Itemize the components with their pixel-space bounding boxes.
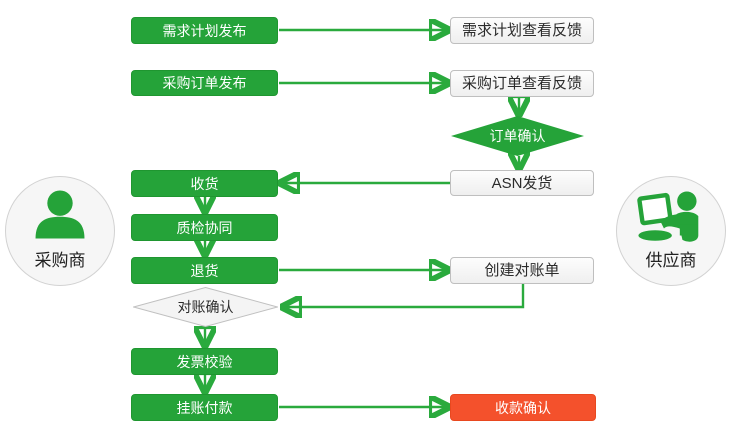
node-payment-on-account: 挂账付款 (131, 394, 278, 421)
node-po-feedback: 采购订单查看反馈 (450, 70, 594, 97)
diamond-shape (131, 286, 280, 328)
decision-statement-confirmation: 对账确认 (131, 286, 280, 328)
node-asn-shipment: ASN发货 (450, 170, 594, 196)
buyer-actor: 采购商 (5, 176, 115, 286)
node-quality-collaboration: 质检协同 (131, 214, 278, 241)
diamond-shape (451, 116, 584, 156)
decision-order-confirmation-label: 订单确认 (489, 128, 546, 144)
arrow-create-statement-to-statement-confirm (285, 284, 525, 307)
node-demand-plan-publish: 需求计划发布 (131, 17, 278, 44)
node-demand-plan-feedback: 需求计划查看反馈 (450, 17, 594, 44)
node-create-statement: 创建对账单 (450, 257, 594, 284)
supplier-person-laptop-icon (617, 189, 725, 245)
buyer-person-icon (6, 189, 114, 239)
supplier-label: 供应商 (645, 251, 697, 270)
node-po-publish: 采购订单发布 (131, 70, 278, 96)
buyer-label: 采购商 (34, 251, 86, 270)
node-invoice-verification: 发票校验 (131, 348, 278, 375)
decision-order-confirmation: 订单确认 (451, 116, 584, 156)
node-return-goods: 退货 (131, 257, 278, 284)
decision-statement-confirmation-label: 对账确认 (177, 299, 234, 315)
node-receive-goods: 收货 (131, 170, 278, 197)
supplier-actor: 供应商 (616, 176, 726, 286)
node-receipt-confirmation: 收款确认 (450, 394, 596, 421)
